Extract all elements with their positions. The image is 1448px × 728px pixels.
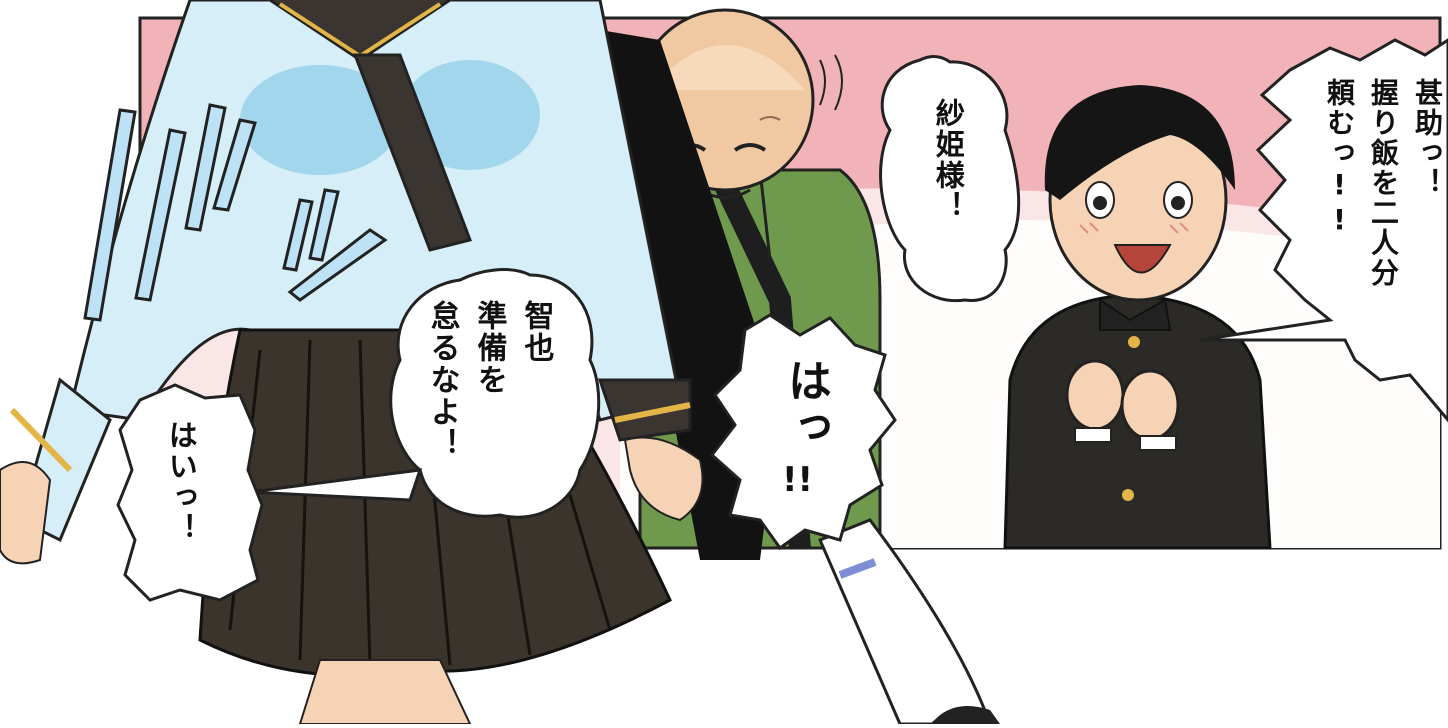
hai-speech-bubble bbox=[116, 383, 264, 602]
old-man-speech-bubble bbox=[879, 55, 1021, 303]
walking-leg bbox=[818, 518, 993, 726]
girl-figure bbox=[0, 0, 704, 725]
girl-bubble-tail bbox=[249, 468, 423, 502]
ha-speech-bubble bbox=[709, 313, 897, 551]
boy-figure bbox=[1003, 85, 1272, 550]
girl-speech-bubble bbox=[389, 268, 601, 519]
boy-speech-bubble bbox=[1199, 38, 1448, 423]
shoe bbox=[930, 706, 1000, 724]
motion-lines bbox=[83, 103, 388, 322]
sock-band bbox=[838, 558, 877, 579]
